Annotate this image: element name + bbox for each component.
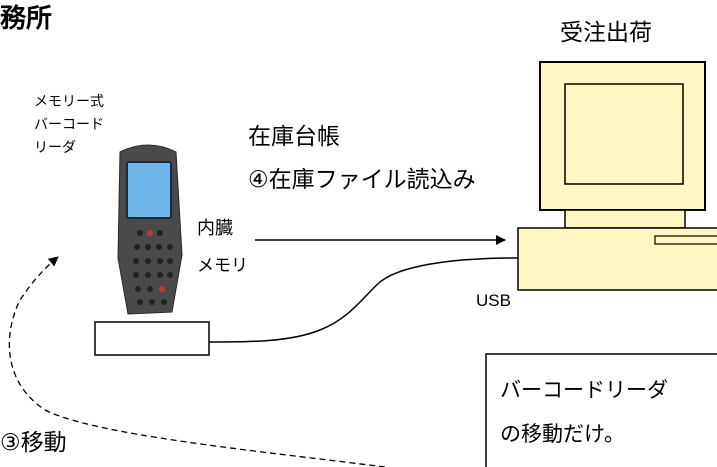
reader-caption-line1: メモリー式 — [34, 94, 104, 110]
pc-icon — [517, 61, 717, 291]
reader-screen — [126, 161, 172, 219]
step4-label: ④在庫ファイル読込み — [248, 167, 476, 193]
pc-screen — [564, 83, 684, 185]
pc-neck — [564, 209, 686, 229]
reader-cradle — [94, 321, 210, 356]
note-line2: の移動だけ。 — [500, 422, 625, 446]
step3-label: ③移動 — [0, 430, 67, 456]
office-title-fragment: 務所 — [0, 4, 53, 34]
ledger-title: 在庫台帳 — [248, 124, 340, 150]
reader-caption-line2: バーコード — [34, 117, 104, 133]
memory-label-line1: 内臓 — [197, 218, 233, 239]
reader-caption-line3: リーダ — [34, 140, 76, 156]
memory-label-line2: メモリ — [197, 256, 248, 276]
barcode-reader-device — [117, 144, 183, 315]
pc-disk-slot — [654, 235, 717, 245]
note-line1: バーコードリーダ — [500, 378, 668, 402]
usb-label: USB — [476, 291, 511, 310]
note-box — [485, 353, 717, 467]
receiving-label: 受注出荷 — [560, 20, 652, 46]
move-path-dashed — [8, 256, 386, 467]
usb-cable — [208, 257, 519, 343]
reader-keypad — [133, 230, 173, 305]
